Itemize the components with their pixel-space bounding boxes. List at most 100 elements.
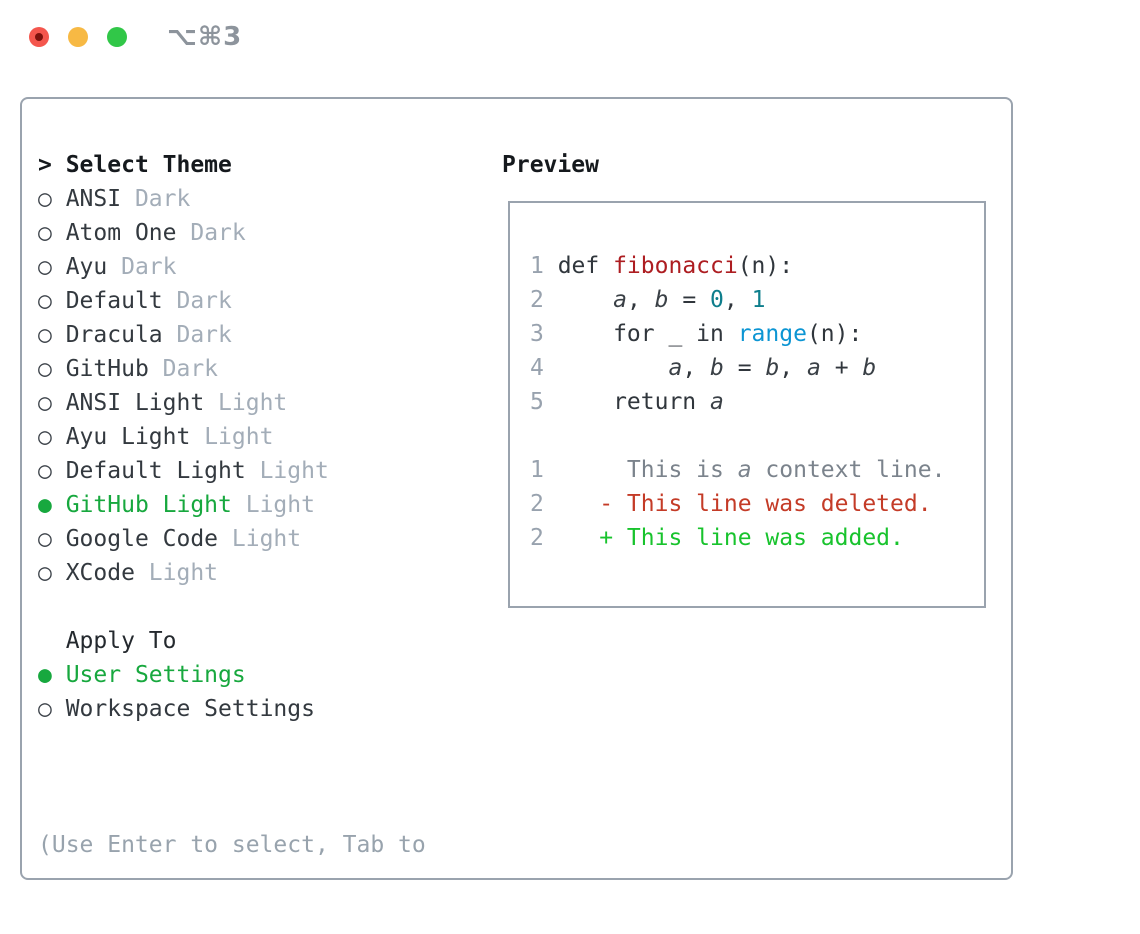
option-label: Dracula: [51, 322, 177, 348]
radio-icon: ○: [38, 390, 52, 416]
code-token: This is: [557, 457, 738, 483]
radio-icon: ○: [38, 254, 52, 280]
theme-option-ayu-light[interactable]: ○ Ayu Light Light: [38, 420, 502, 454]
radio-icon: ○: [38, 220, 52, 246]
theme-option-ayu[interactable]: ○ Ayu Dark: [38, 250, 502, 284]
option-label: ANSI Light: [51, 390, 219, 416]
minimize-button[interactable]: [68, 27, 88, 47]
code-token: a: [668, 355, 683, 381]
preview-line: 1 This is a context line.: [530, 453, 984, 487]
close-dot-icon: [35, 33, 43, 41]
theme-option-github-light[interactable]: ● GitHub Light Light: [38, 488, 502, 522]
keyboard-hint-line-1: (Use Enter to select, Tab to: [38, 832, 426, 858]
option-variant-label: Light: [204, 424, 274, 450]
code-token: (n):: [806, 321, 863, 347]
option-variant-label: Light: [231, 526, 302, 552]
select-theme-heading: > Select Theme: [38, 148, 502, 182]
line-number: 2: [530, 525, 544, 551]
option-variant-label: Dark: [176, 288, 232, 314]
code-token: ,: [626, 287, 655, 313]
code-token: =: [723, 355, 766, 381]
radio-icon: ○: [38, 288, 52, 314]
apply-option-workspace-settings[interactable]: ○ Workspace Settings: [38, 692, 502, 726]
preview-line: [530, 419, 984, 453]
theme-selector-column: > Select Theme ○ ANSI Dark ○ Atom One Da…: [38, 148, 502, 934]
code-token: - This line was deleted.: [557, 491, 932, 517]
code-token: [558, 355, 669, 381]
code-token: (n):: [737, 253, 794, 279]
preview-line: 4 a, b = b, a + b: [530, 351, 984, 385]
window-title: ⌥⌘3: [167, 22, 243, 52]
option-label: GitHub Light: [51, 492, 246, 518]
titlebar: ⌥⌘3: [29, 22, 242, 52]
code-token: 1: [751, 287, 766, 313]
code-token: a: [710, 389, 724, 415]
radio-icon: ○: [38, 356, 52, 382]
theme-option-ansi[interactable]: ○ ANSI Dark: [38, 182, 502, 216]
option-variant-label: Light: [259, 458, 329, 484]
theme-option-github[interactable]: ○ GitHub Dark: [38, 352, 502, 386]
code-text: This is a context line.: [558, 457, 946, 483]
radio-icon: ○: [38, 458, 52, 484]
option-variant-label: Light: [245, 492, 315, 518]
option-label: User Settings: [51, 662, 246, 688]
option-variant-label: Dark: [190, 220, 246, 246]
theme-option-ansi-light[interactable]: ○ ANSI Light Light: [38, 386, 502, 420]
radio-icon: ○: [38, 560, 52, 586]
code-token: return: [557, 389, 711, 415]
code-token: ,: [779, 355, 807, 381]
option-variant-label: Light: [148, 560, 219, 586]
cursor-indicator: >: [38, 152, 66, 178]
option-label: ANSI: [51, 186, 135, 212]
option-label: Ayu Light: [51, 424, 205, 450]
code-token: a: [613, 287, 627, 313]
theme-option-default-light[interactable]: ○ Default Light Light: [38, 454, 502, 488]
code-text: for _ in range(n):: [557, 321, 863, 347]
option-label: GitHub: [51, 356, 163, 382]
preview-line: 2 - This line was deleted.: [530, 487, 984, 521]
option-variant-label: Dark: [162, 356, 219, 382]
preview-line: 5 return a: [530, 385, 984, 419]
code-token: b: [765, 355, 780, 381]
preview-line: 3 for _ in range(n):: [530, 317, 984, 351]
maximize-button[interactable]: [107, 27, 127, 47]
option-label: Atom One: [51, 220, 191, 246]
code-text: a, b = 0, 1: [558, 287, 766, 313]
code-token: 0: [710, 287, 724, 313]
code-token: b: [862, 355, 877, 381]
spacer: [38, 590, 502, 624]
theme-option-dracula[interactable]: ○ Dracula Dark: [38, 318, 502, 352]
option-label: Default: [51, 288, 177, 314]
option-label: Workspace Settings: [51, 696, 315, 722]
radio-icon: ○: [38, 696, 52, 722]
theme-option-atom-one[interactable]: ○ Atom One Dark: [38, 216, 502, 250]
apply-to-heading: Apply To: [65, 628, 177, 654]
code-token: ,: [723, 287, 752, 313]
apply-to-list: ● User Settings ○ Workspace Settings: [38, 658, 502, 726]
preview-heading: Preview: [502, 152, 599, 178]
code-text: + This line was added.: [558, 525, 904, 551]
line-number: 3: [530, 321, 544, 347]
preview-line: 2 a, b = 0, 1: [530, 283, 984, 317]
code-token: for _ in: [557, 321, 738, 347]
option-label: Ayu: [51, 254, 122, 280]
code-token: def: [557, 253, 614, 279]
radio-icon: ●: [38, 492, 52, 518]
line-number: 1: [530, 253, 544, 279]
option-label: Default Light: [51, 458, 260, 484]
keyboard-hint-line-2: change focus): [38, 930, 502, 934]
preview-line: [530, 215, 984, 249]
code-token: a: [737, 457, 752, 483]
theme-option-xcode[interactable]: ○ XCode Light: [38, 556, 502, 590]
theme-option-google-code[interactable]: ○ Google Code Light: [38, 522, 502, 556]
code-token: fibonacci: [613, 253, 738, 279]
close-button[interactable]: [29, 27, 49, 47]
code-token: =: [668, 287, 711, 313]
code-token: [558, 287, 613, 313]
apply-option-user-settings[interactable]: ● User Settings: [38, 658, 502, 692]
option-label: Google Code: [51, 526, 232, 552]
line-number: 4: [530, 355, 544, 381]
theme-option-default[interactable]: ○ Default Dark: [38, 284, 502, 318]
